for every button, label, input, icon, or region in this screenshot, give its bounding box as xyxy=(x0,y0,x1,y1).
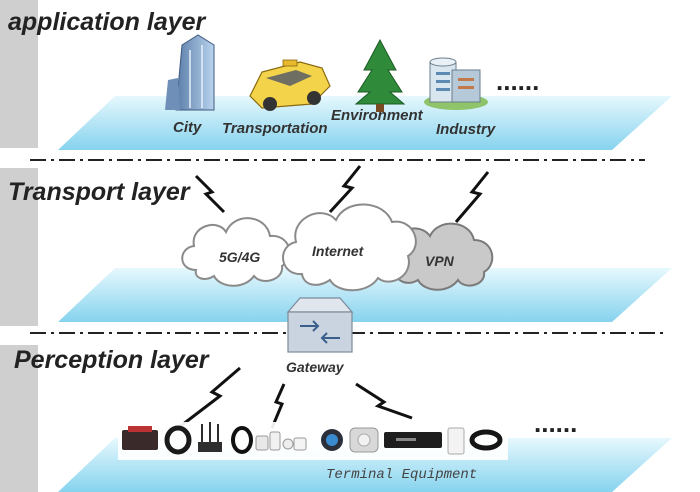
perception-more-dots: ...... xyxy=(534,408,577,438)
industry-icon xyxy=(424,57,488,110)
lightning-bolt-icon xyxy=(194,174,226,214)
smart-hub-icon xyxy=(349,427,379,453)
printer-icon xyxy=(122,426,158,450)
thermostat-icon xyxy=(321,429,343,451)
lightning-bolt-icon xyxy=(328,165,362,214)
fitness-tracker-icon xyxy=(469,429,503,451)
side-bar-transport xyxy=(0,168,38,326)
transport-plane xyxy=(58,268,672,322)
network-5g4g-label: 5G/4G xyxy=(219,249,260,265)
perception-layer-title: Perception layer xyxy=(14,346,210,374)
industry-label: Industry xyxy=(436,121,496,138)
wristband-icon xyxy=(164,425,192,455)
gateway-label: Gateway xyxy=(286,359,345,375)
cloud-internet-icon xyxy=(282,203,417,292)
side-bar-perception xyxy=(0,345,38,492)
transport-layer-title: Transport layer xyxy=(8,178,191,206)
lightning-bolt-icon xyxy=(454,171,490,223)
lightning-bolt-icon xyxy=(355,382,413,420)
transportation-label: Transportation xyxy=(222,120,328,137)
network-internet-label: Internet xyxy=(312,243,365,259)
environment-label: Environment xyxy=(331,107,424,124)
terminal-equipment-label: Terminal Equipment xyxy=(326,467,477,483)
smart-band-icon xyxy=(231,426,253,454)
city-icon xyxy=(165,34,215,111)
transportation-icon xyxy=(249,59,331,111)
lightning-bolt-icon xyxy=(177,366,241,430)
gateway-icon xyxy=(286,297,354,353)
side-bar-application xyxy=(0,0,38,148)
lightning-bolt-icon xyxy=(270,383,286,429)
cloud-5g4g-icon xyxy=(181,217,291,287)
environment-icon xyxy=(354,38,406,112)
network-vpn-label: VPN xyxy=(425,253,455,269)
router-icon xyxy=(198,422,222,452)
switch-panel-icon xyxy=(447,427,465,455)
set-top-box-icon xyxy=(384,432,442,448)
application-layer-title: application layer xyxy=(8,8,207,36)
application-more-dots: ...... xyxy=(496,66,539,96)
city-label: City xyxy=(173,119,202,136)
sensor-kit-icon xyxy=(255,431,307,451)
